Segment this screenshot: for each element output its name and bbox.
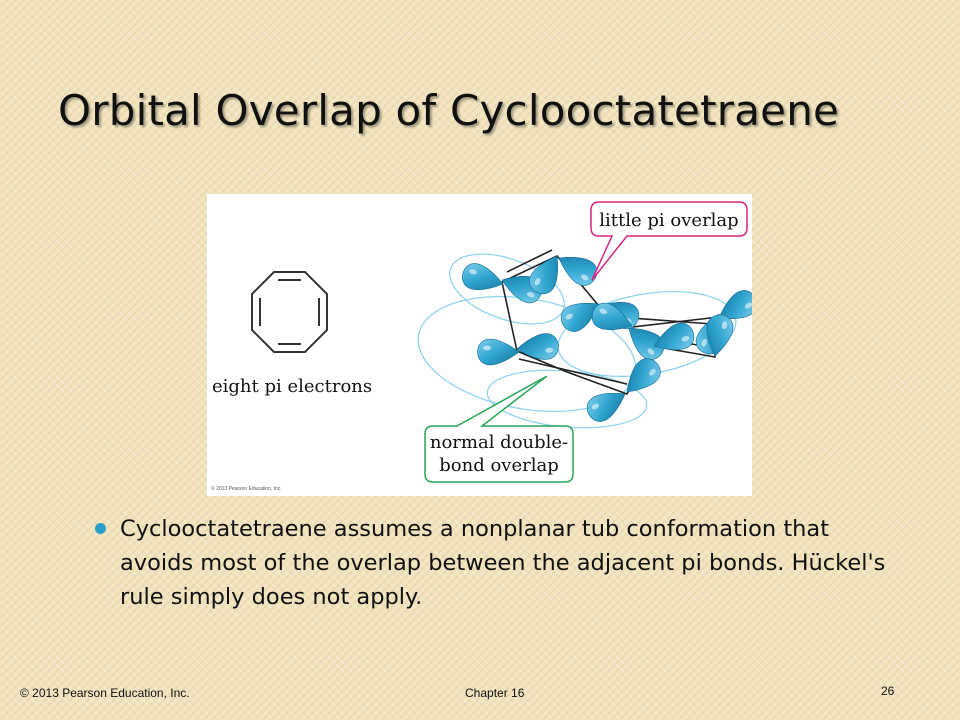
callout-normal-double-bond-overlap: normal double- bond overlap — [424, 375, 574, 483]
slide-title: Orbital Overlap of Cyclooctatetraene — [58, 86, 840, 135]
bullet-item: Cyclooctatetraene assumes a nonplanar tu… — [95, 512, 895, 614]
footer-copyright: © 2013 Pearson Education, Inc. — [20, 686, 190, 700]
p-orbital-lobes — [459, 246, 752, 427]
footer-chapter: Chapter 16 — [465, 686, 525, 700]
bullet-list: Cyclooctatetraene assumes a nonplanar tu… — [95, 512, 895, 614]
bullet-dot-icon — [95, 523, 106, 534]
figure-copyright: © 2013 Pearson Education, Inc. — [211, 485, 282, 492]
footer-page-number: 26 — [881, 684, 895, 698]
callout-line-1: normal double- — [430, 432, 568, 453]
little-pi-overlap-label: little pi overlap — [599, 210, 738, 231]
cyclooctatetraene-figure: eight pi electrons — [207, 194, 752, 496]
octagon-structure — [251, 271, 328, 353]
bullet-text: Cyclooctatetraene assumes a nonplanar tu… — [120, 516, 886, 610]
eight-pi-electrons-label: eight pi electrons — [212, 376, 372, 397]
callout-little-pi-overlap: little pi overlap — [590, 201, 748, 281]
callout-line-2: bond overlap — [439, 455, 558, 476]
